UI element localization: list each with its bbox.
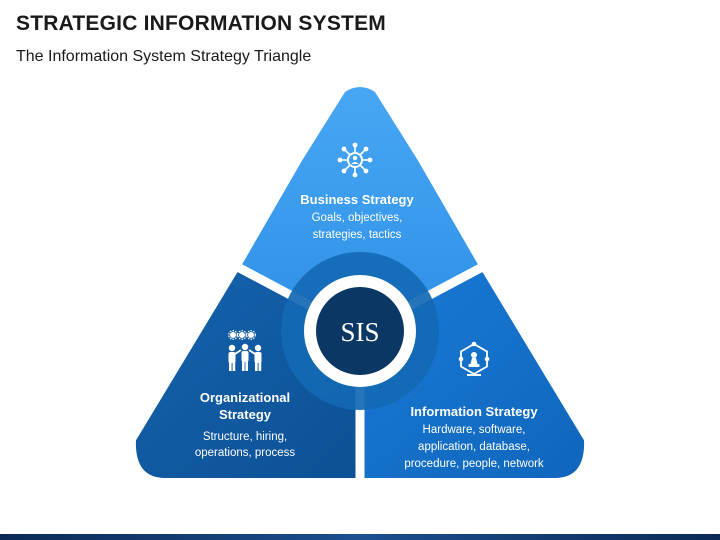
information-strategy-desc-line1: Hardware, software,	[423, 424, 526, 436]
business-strategy-title: Business Strategy	[300, 192, 414, 207]
page-subtitle: The Information System Strategy Triangle	[16, 48, 312, 65]
team-gears-icon	[228, 330, 262, 371]
organizational-strategy-desc-line1: Structure, hiring,	[203, 431, 287, 443]
page-title: STRATEGIC INFORMATION SYSTEM	[16, 12, 386, 35]
business-strategy-desc-line2: strategies, tactics	[313, 229, 402, 241]
information-strategy-desc-line2: application, database,	[418, 441, 530, 453]
organizational-strategy-desc-line2: operations, process	[195, 447, 296, 459]
center-circle	[316, 287, 404, 375]
bottom-accent-bar	[0, 534, 720, 540]
information-strategy-desc-line3: procedure, people, network	[404, 458, 544, 470]
organizational-strategy-title-line2: Strategy	[219, 407, 272, 422]
business-strategy-segment	[240, 87, 480, 332]
business-strategy-desc-line1: Goals, objectives,	[312, 212, 403, 224]
information-strategy-title: Information Strategy	[410, 404, 538, 419]
hexagon-pawn-icon	[458, 341, 490, 376]
network-people-icon	[337, 142, 373, 178]
organizational-strategy-title-line1: Organizational	[200, 390, 290, 405]
center-label: SIS	[340, 317, 379, 347]
